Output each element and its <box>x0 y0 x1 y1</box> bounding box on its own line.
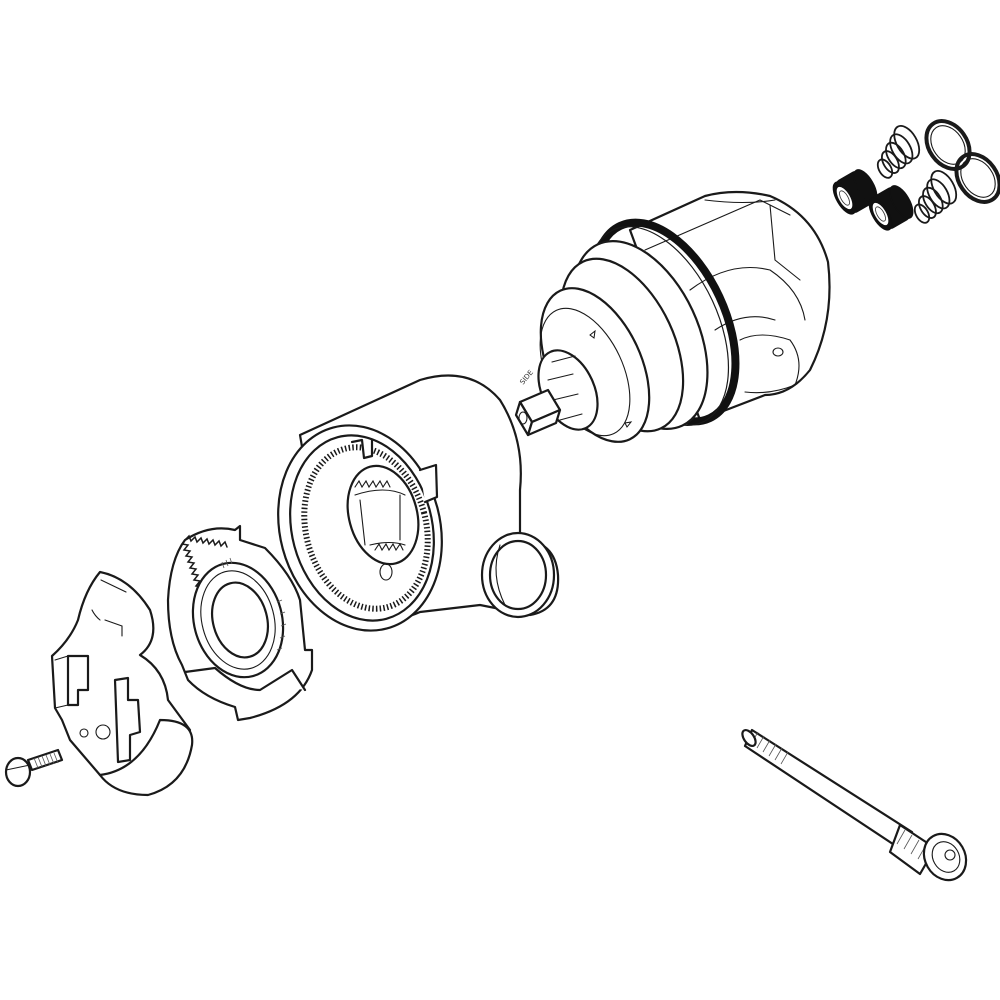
limit-stop <box>166 524 314 722</box>
springs <box>876 124 958 224</box>
stem-marking-text: SIDE <box>518 369 535 387</box>
cartridge: SIDE <box>514 190 831 443</box>
cam-screw <box>4 748 64 788</box>
o-rings <box>924 119 1000 204</box>
cam-plate <box>50 570 194 797</box>
adapter-housing <box>277 374 560 632</box>
seats <box>832 169 914 231</box>
handle-bolt <box>741 728 968 882</box>
